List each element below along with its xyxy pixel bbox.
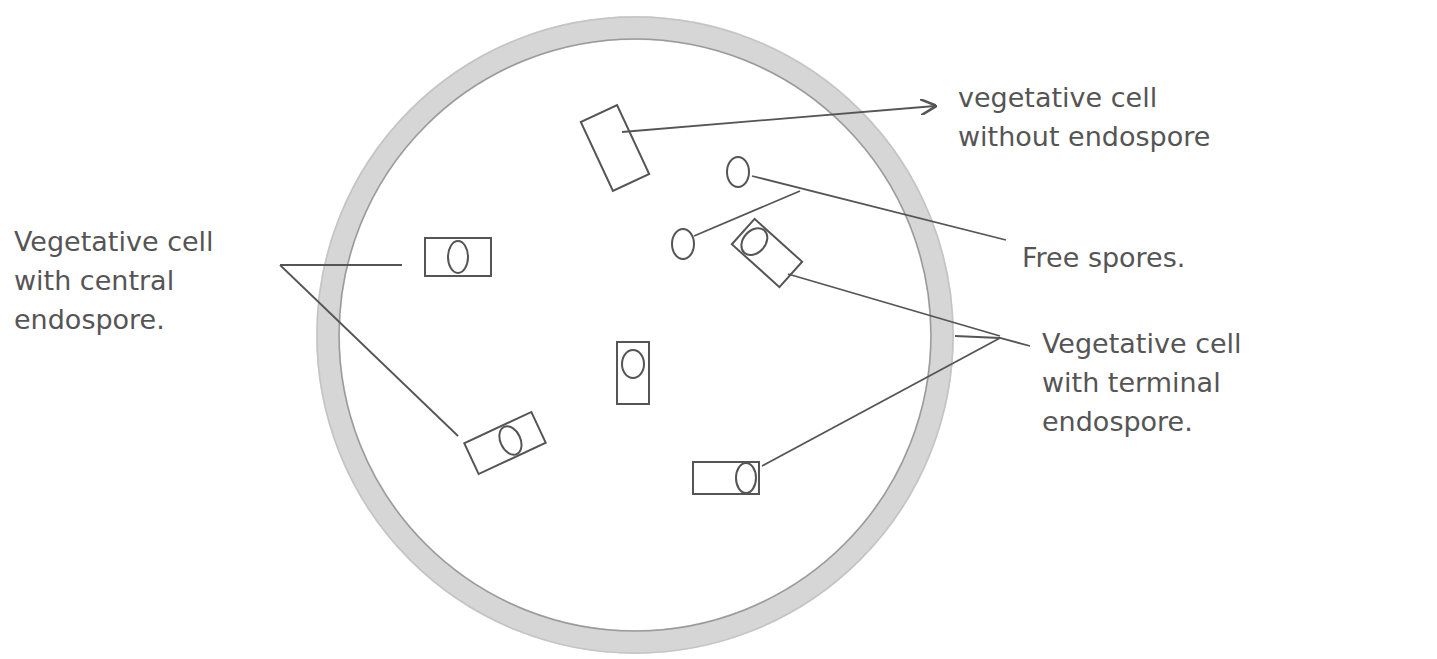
leader-line bbox=[280, 265, 458, 436]
vegetative-cell bbox=[581, 105, 649, 191]
leader-line bbox=[752, 176, 1006, 240]
free-spore bbox=[672, 229, 694, 259]
central-spore-cell bbox=[464, 412, 545, 474]
leader-line bbox=[280, 264, 402, 266]
free-spore bbox=[727, 157, 749, 187]
callout-label: Free spores. bbox=[1022, 238, 1282, 277]
leader-line bbox=[788, 274, 1000, 336]
terminal-spore-cell bbox=[693, 462, 759, 494]
callout-label: Vegetative cell with central endospore. bbox=[14, 222, 219, 339]
field-ring bbox=[328, 28, 942, 642]
leader-line bbox=[622, 106, 935, 132]
callout-label: vegetative cell without endospore bbox=[958, 78, 1258, 156]
bracket bbox=[955, 336, 1030, 346]
field-ring-outer bbox=[317, 17, 953, 653]
field-ring-inner bbox=[339, 39, 931, 631]
terminal-spore-cell bbox=[732, 219, 802, 287]
central-spore-cell bbox=[425, 238, 491, 276]
leader-line bbox=[762, 338, 1000, 466]
callout-label: Vegetative cell with terminal endospore. bbox=[1042, 324, 1304, 441]
spore-cell bbox=[617, 342, 649, 404]
leader-line bbox=[694, 191, 800, 236]
